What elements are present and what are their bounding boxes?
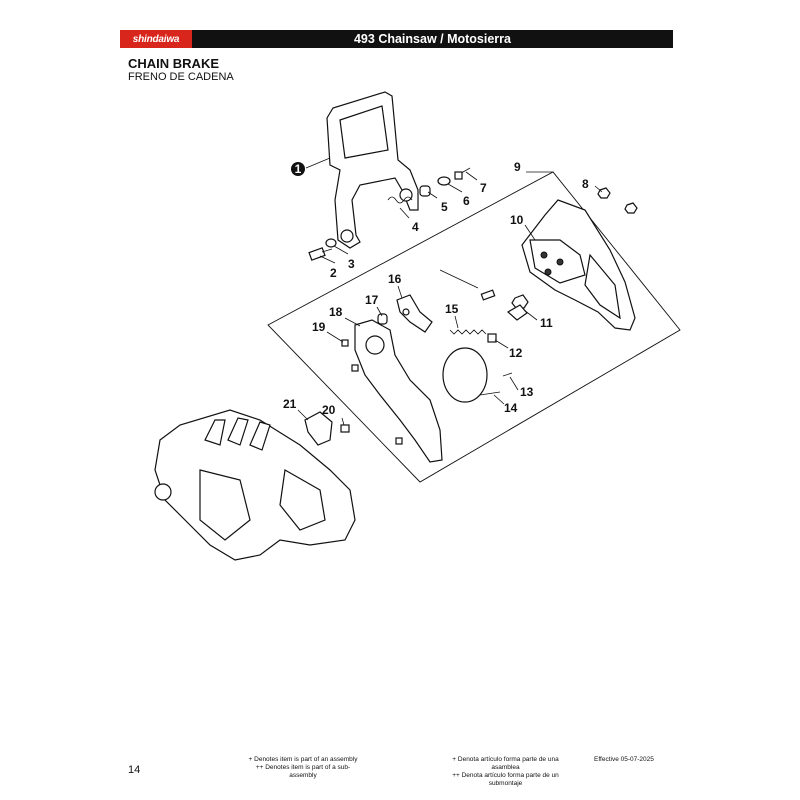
- callout-20: 20: [322, 403, 336, 417]
- leader-lines: [297, 157, 603, 426]
- washer-part-6: [437, 176, 451, 186]
- bushing-part-17: [377, 313, 388, 325]
- callout-7: 7: [480, 181, 487, 195]
- washer-part-3: [325, 238, 337, 248]
- header-bar: shindaiwa 493 Chainsaw / Motosierra: [120, 30, 673, 48]
- screw-part-19: [341, 339, 403, 445]
- brake-band-part-14: [442, 347, 501, 403]
- screw-part-7: [454, 167, 471, 180]
- hand-guard-part: [326, 91, 419, 249]
- brand-logo: shindaiwa: [120, 30, 192, 48]
- callout-1-circle: [291, 162, 305, 176]
- screw-part-2: [308, 247, 333, 261]
- callout-18: 18: [329, 305, 343, 319]
- assembly-frame: [267, 171, 681, 483]
- page-number: 14: [128, 764, 141, 776]
- footer-assembly-en: + Denotes item is part of an assembly: [248, 756, 358, 763]
- clutch-cover-part-10: [521, 199, 636, 331]
- callout-1: 1: [295, 162, 302, 176]
- callout-2: 2: [330, 266, 337, 280]
- callout-17: 17: [365, 293, 379, 307]
- footer-legend-es: + Denota artículo forma parte de una asa…: [438, 756, 573, 788]
- footer-legend-en: + Denotes item is part of an assembly ++…: [248, 756, 358, 780]
- callout-8: 8: [582, 177, 589, 191]
- footer-assembly-es: + Denota artículo forma parte de una asa…: [452, 756, 559, 771]
- callout-10: 10: [510, 213, 524, 227]
- crankcase-part: [154, 409, 356, 561]
- callout-11: 11: [540, 316, 553, 330]
- section-subtitle: FRENO DE CADENA: [128, 71, 234, 83]
- footer-subassembly-en: ++ Denotes item is part of a sub-assembl…: [255, 764, 351, 779]
- brake-housing-part-18: [354, 319, 443, 463]
- effective-date: Effective 05-07-2025: [594, 756, 654, 763]
- spring-part-4: [387, 196, 413, 204]
- screw-part-12: [487, 333, 497, 343]
- section-title: CHAIN BRAKE: [128, 56, 219, 71]
- callout-9: 9: [514, 160, 521, 174]
- footer-subassembly-es: ++ Denota artículo forma parte de un sub…: [452, 772, 559, 787]
- callout-4: 4: [412, 220, 419, 234]
- screw-part-20: [340, 424, 350, 433]
- nut-part-8: [597, 187, 638, 214]
- chain-adjuster-part-11: [439, 269, 529, 321]
- callout-16: 16: [388, 272, 402, 286]
- callout-13: 13: [520, 385, 534, 399]
- page-title: 493 Chainsaw / Motosierra: [353, 32, 511, 46]
- pin-part-13: [502, 372, 513, 377]
- callout-19: 19: [312, 320, 326, 334]
- brake-lever-part-16: [396, 294, 433, 333]
- callout-12: 12: [509, 346, 523, 360]
- bushing-part-5: [419, 185, 431, 197]
- callout-6: 6: [463, 194, 470, 208]
- callout-5: 5: [441, 200, 448, 214]
- spring-part-15: [449, 329, 487, 335]
- callout-15: 15: [445, 302, 459, 316]
- callout-14: 14: [504, 401, 518, 415]
- callout-3: 3: [348, 257, 355, 271]
- callout-21: 21: [283, 397, 297, 411]
- bracket-part-21: [304, 411, 333, 446]
